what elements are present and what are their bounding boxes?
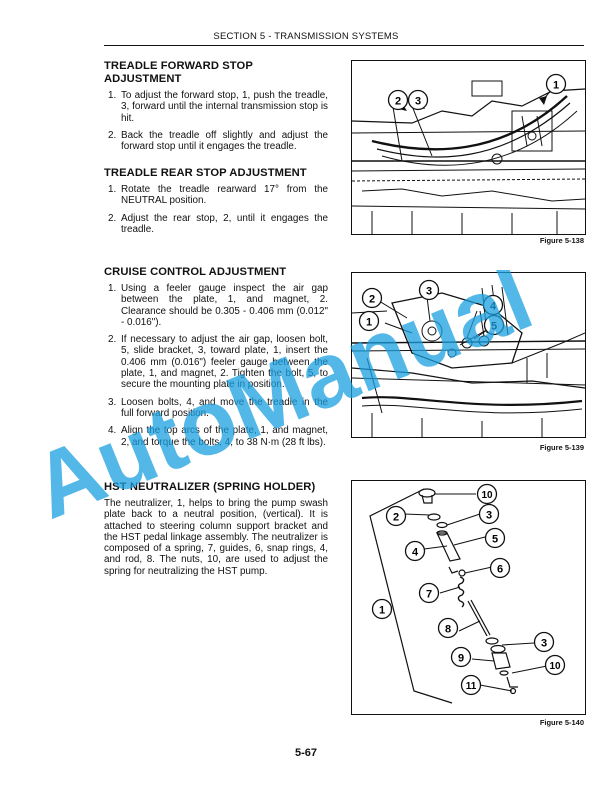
rear-stop-steps: 1.Rotate the treadle rearward 17° from t… [104, 184, 328, 235]
callout-6: 6 [489, 557, 511, 584]
callout-1: 1 [545, 73, 567, 100]
callout-3: 3 [418, 279, 440, 306]
svg-text:11: 11 [466, 681, 477, 692]
figure-5-139-image: 2 3 1 4 5 [351, 272, 586, 438]
figure-5-138-image: 2 3 1 [351, 60, 586, 235]
rear-stop-section: TREADLE REAR STOP ADJUSTMENT 1.Rotate th… [104, 167, 328, 241]
svg-text:9: 9 [458, 653, 464, 665]
hst-neutralizer-exploded-drawing [369, 488, 548, 704]
list-item: 1.Rotate the treadle rearward 17° from t… [108, 184, 328, 207]
svg-text:4: 4 [490, 301, 497, 313]
svg-text:6: 6 [497, 564, 503, 576]
forward-stop-title-2: ADJUSTMENT [104, 73, 182, 85]
svg-text:3: 3 [415, 96, 421, 108]
callout-4: 4 [404, 540, 426, 567]
cruise-steps: 1.Using a feeler gauge inspect the air g… [104, 283, 328, 448]
svg-text:3: 3 [541, 638, 547, 650]
figure-5-140-label: Figure 5-140 [539, 718, 584, 727]
svg-text:1: 1 [366, 317, 372, 329]
svg-text:10: 10 [549, 661, 561, 672]
svg-text:10: 10 [481, 490, 493, 501]
callout-4: 4 [482, 294, 504, 321]
figure-5-138-label: Figure 5-138 [539, 236, 584, 245]
callout-3: 3 [478, 503, 500, 530]
callout-1: 1 [358, 310, 380, 337]
cruise-title: CRUISE CONTROL ADJUSTMENT [104, 266, 287, 278]
callout-7: 7 [418, 582, 440, 609]
list-item: 4.Align the top arcs of the plate, 1, an… [108, 425, 328, 448]
svg-text:4: 4 [412, 547, 419, 559]
list-item: 2.Adjust the rear stop, 2, until it enga… [108, 212, 328, 235]
list-item: 3.Loosen bolts, 4, and move the treadle … [108, 396, 328, 419]
rear-stop-title: TREADLE REAR STOP ADJUSTMENT [104, 167, 307, 179]
svg-text:1: 1 [553, 80, 559, 92]
callout-2: 2 [387, 89, 409, 116]
cruise-control-drawing [352, 284, 585, 437]
page-number: 5-67 [294, 747, 318, 759]
callout-5: 5 [483, 314, 505, 341]
svg-text:2: 2 [369, 294, 375, 306]
list-item: 2.Back the treadle off slightly and adju… [108, 129, 328, 153]
cruise-section: CRUISE CONTROL ADJUSTMENT 1.Using a feel… [104, 266, 328, 454]
callout-2: 2 [361, 287, 383, 314]
list-item: 2.If necessary to adjust the air gap, lo… [108, 334, 328, 391]
forward-stop-section: TREADLE FORWARD STOP ADJUSTMENT 1.To adj… [104, 60, 328, 158]
forward-stop-title-1: TREADLE FORWARD STOP [104, 60, 253, 72]
section-header: SECTION 5 - TRANSMISSION SYSTEMS [213, 31, 399, 42]
treadle-stop-drawing [352, 80, 585, 234]
svg-text:3: 3 [426, 286, 432, 298]
list-item: 1.Using a feeler gauge inspect the air g… [108, 283, 328, 328]
figure-5-140-image: 10 2 3 5 4 6 7 1 8 3 9 10 11 [351, 480, 586, 715]
callout-10: 10 [476, 483, 498, 510]
callout-8: 8 [437, 617, 459, 644]
svg-text:7: 7 [426, 589, 432, 601]
callout-11: 11 [460, 674, 482, 701]
hst-title: HST NEUTRALIZER (SPRING HOLDER) [104, 481, 316, 493]
svg-text:5: 5 [491, 321, 497, 333]
figure-5-139-label: Figure 5-139 [539, 443, 584, 452]
svg-text:2: 2 [395, 96, 401, 108]
hst-section: HST NEUTRALIZER (SPRING HOLDER) The neut… [104, 481, 328, 577]
svg-text:1: 1 [379, 605, 385, 617]
callout-2: 2 [385, 505, 407, 532]
svg-text:3: 3 [486, 510, 492, 522]
forward-stop-steps: 1.To adjust the forward stop, 1, push th… [104, 90, 328, 152]
list-item: 1.To adjust the forward stop, 1, push th… [108, 90, 328, 124]
callout-10b: 10 [544, 654, 566, 681]
callout-1: 1 [371, 598, 393, 625]
callout-9: 9 [450, 646, 472, 673]
callout-5: 5 [484, 527, 506, 554]
svg-text:8: 8 [445, 624, 451, 636]
callout-3: 3 [407, 89, 429, 116]
callout-3b: 3 [533, 631, 555, 658]
svg-text:5: 5 [492, 534, 498, 546]
hst-body: The neutralizer, 1, helps to bring the p… [104, 498, 328, 577]
header-rule [104, 45, 584, 46]
svg-text:2: 2 [393, 512, 399, 524]
